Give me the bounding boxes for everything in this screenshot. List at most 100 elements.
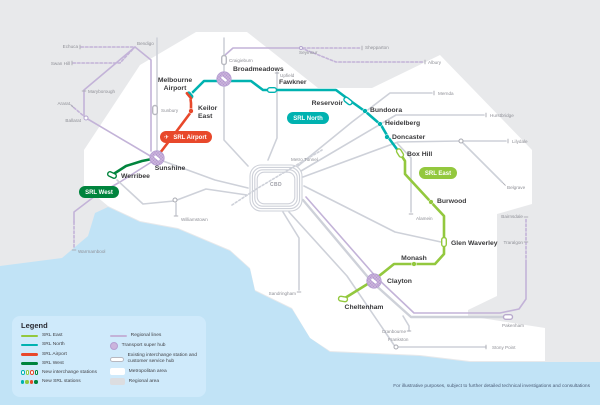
- metro-area-swatch: [109, 367, 125, 375]
- lilydale-line: [302, 140, 507, 178]
- station-label-east: East: [198, 113, 213, 120]
- small-label-williamstown: Williamstown: [181, 217, 208, 222]
- line-label-pill: [79, 186, 119, 198]
- super-hub-swatch: [109, 342, 118, 351]
- legend-item-srl-east: SRL East: [21, 333, 102, 339]
- small-label-bairnsdale: Bairnsdale: [501, 214, 523, 219]
- line-label-srl-west: SRL West: [79, 186, 119, 198]
- glen-waverley-metro-line: [303, 185, 442, 243]
- small-label-mernda: Mernda: [438, 91, 454, 96]
- small-label-albury: Albury: [428, 60, 442, 65]
- small-label-swan-hill: Swan Hill: [51, 61, 70, 66]
- station-label-reservoir: Reservoir: [312, 100, 344, 107]
- small-label-sunbury: Sunbury: [161, 108, 179, 113]
- super-hub-pill: [370, 277, 378, 285]
- small-label-cranbourne: Cranbourne: [382, 329, 407, 334]
- small-label-pakenham: Pakenham: [502, 323, 524, 328]
- super-hub-pill: [153, 154, 161, 162]
- disclaimer-text: For illustrative purposes, subject to fu…: [393, 384, 590, 389]
- small-label-seymour: Seymour: [299, 50, 318, 55]
- regional-end-ticks: [70, 44, 529, 350]
- line-label-srl-east: SRL East: [419, 167, 457, 179]
- srl-west-swatch: [21, 362, 38, 365]
- metro-lines: [116, 37, 509, 348]
- line-label-pill: [419, 167, 457, 179]
- station-label-monash: Monash: [401, 255, 427, 262]
- station-label-broadmeadows: Broadmeadows: [233, 66, 284, 73]
- small-label-belgrave: Belgrave: [507, 185, 526, 190]
- regional-lines-swatch: [109, 334, 127, 338]
- cbd-label: CBD: [270, 182, 282, 188]
- seymour-line: [223, 47, 300, 57]
- swan-hill-line: [72, 48, 134, 64]
- line-label-srl-airport: ✈SRL Airport: [160, 131, 212, 143]
- legend-item-metro-area: Metropolitan area: [109, 367, 198, 375]
- small-label-ararat: Ararat: [57, 101, 70, 106]
- small-label-shepparton: Shepparton: [365, 45, 389, 50]
- map-labels: MelbourneAirportKeilorEastBroadmeadowsFa…: [51, 41, 528, 350]
- newport-lines: [116, 179, 248, 216]
- ararat-line: [71, 105, 87, 119]
- small-label-upfield: Upfield: [280, 73, 295, 78]
- cbd-loop-ring: [249, 164, 303, 212]
- sunshine-cbd-line: [162, 160, 249, 189]
- station-dot-keilor-east: [188, 108, 194, 114]
- interchange-marker-cheltenham: [337, 295, 349, 303]
- cbd-loop-ring: [256, 171, 296, 205]
- legend-right-column: Regional lines Transport super hub Exist…: [109, 333, 198, 386]
- upfield-line: [267, 71, 278, 161]
- station-markers: [107, 54, 514, 320]
- super-hub-pill: [220, 75, 228, 83]
- dandenong-corridor: [301, 198, 509, 319]
- station-dot-burwood: [428, 199, 434, 205]
- station-label-cheltenham: Cheltenham: [345, 304, 384, 311]
- super-hub-clayton: [366, 273, 382, 289]
- legend-panel: Legend SRL East SRL North SRL Airport SR…: [12, 316, 206, 397]
- junction-circle: [172, 197, 178, 203]
- legend-item-new-stations: New SRL stations: [21, 379, 102, 385]
- station-label-glen-waverley: Glen Waverley: [451, 240, 498, 247]
- junction-circle: [458, 138, 464, 144]
- line-label-text: SRL North: [293, 116, 323, 122]
- srl-east-line: [343, 150, 446, 300]
- sandringham-line: [282, 211, 300, 291]
- line-end-tick: [502, 182, 506, 186]
- station-label-doncaster: Doncaster: [392, 134, 426, 141]
- small-label-bendigo: Bendigo: [137, 41, 154, 46]
- legend-item-existing-interchange: Existing interchange station and custome…: [109, 353, 198, 364]
- line-label-text: SRL East: [425, 171, 451, 177]
- interchange-marker-box-hill: [395, 148, 405, 158]
- srl-east-swatch: [21, 334, 38, 338]
- new-interchange-swatch: [21, 370, 38, 376]
- line-label-text: SRL West: [85, 190, 113, 196]
- small-label-traralgon: Traralgon: [504, 240, 524, 245]
- interchange-marker-werribee: [107, 171, 117, 179]
- legend-item-srl-airport: SRL Airport: [21, 351, 102, 357]
- interchange-marker-reservoir: [343, 96, 353, 106]
- cbd-loop-ring: [254, 169, 298, 207]
- interchange-marker-melbourne-airport: [185, 90, 195, 100]
- cbd-loop: [249, 164, 303, 212]
- regional-area-swatch: [109, 378, 125, 386]
- small-label-hurstbridge: Hurstbridge: [490, 113, 514, 118]
- cranbourne-line: [402, 315, 410, 332]
- station-label-burwood: Burwood: [437, 198, 466, 205]
- alamein-line: [396, 142, 412, 213]
- new-srl-stations-swatch: [21, 380, 38, 384]
- cbd-loop-ring: [251, 166, 301, 210]
- legend-item-srl-north: SRL North: [21, 342, 102, 348]
- station-label-box-hill: Box Hill: [407, 151, 432, 158]
- junction-circles: [83, 46, 464, 350]
- station-dot-monash: [411, 261, 417, 267]
- line-end-tick: [70, 104, 74, 108]
- plane-icon: ✈: [164, 134, 169, 141]
- station-label-werribee: Werribee: [121, 173, 150, 180]
- legend-left-column: SRL East SRL North SRL Airport SRL West …: [21, 333, 102, 385]
- albury-line: [300, 47, 425, 63]
- small-label-metro-tunnel: Metro Tunnel: [291, 157, 318, 162]
- airport-marker-air-half: [185, 92, 193, 100]
- small-label-frankston: Frankston: [388, 337, 409, 342]
- srl-airport-swatch: [21, 353, 38, 356]
- interchange-marker-sunbury: [152, 104, 158, 116]
